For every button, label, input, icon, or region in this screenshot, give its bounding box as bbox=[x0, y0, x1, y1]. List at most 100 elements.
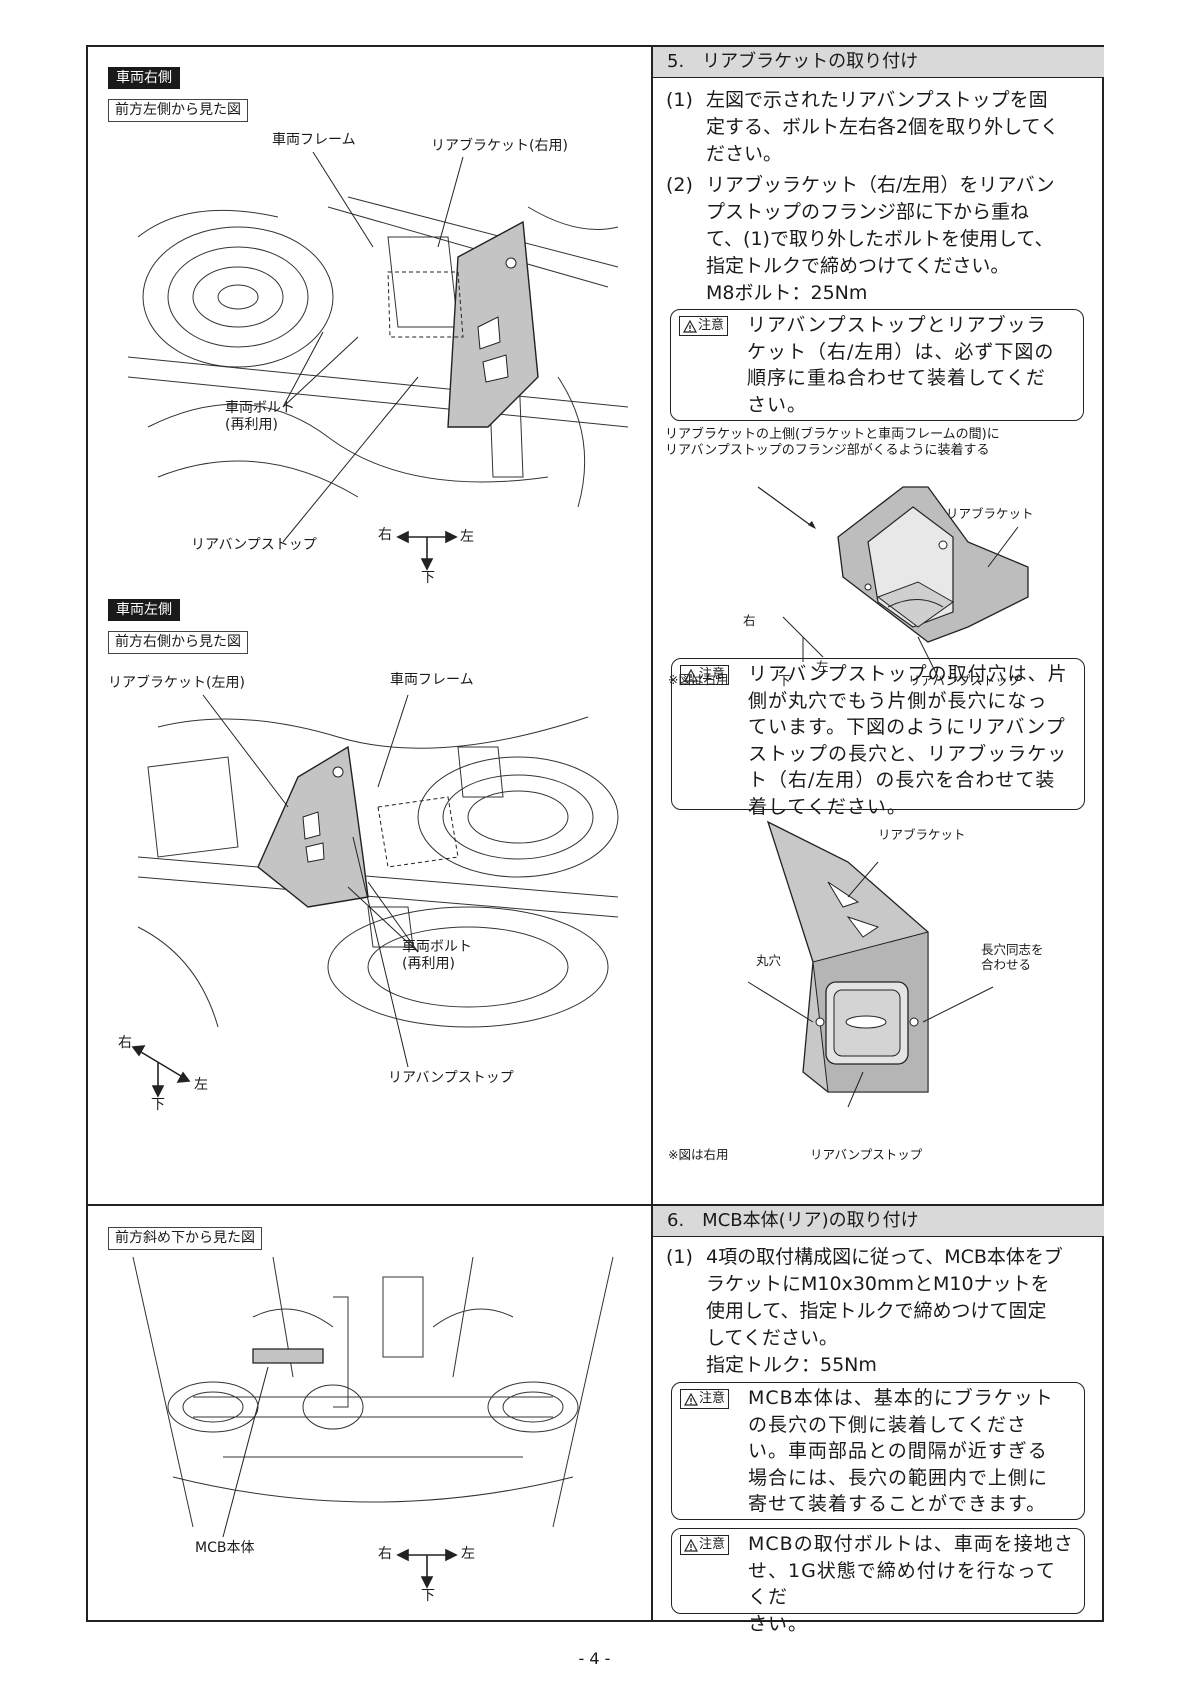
warning-icon bbox=[683, 1538, 699, 1552]
caution-line: さい。 bbox=[747, 393, 808, 416]
step-line: 定する、ボルト左右各2個を取り外してく bbox=[706, 116, 1059, 138]
diagram1-dir-down: 下 bbox=[778, 673, 791, 688]
view-from-front-below: 前方斜め下から見た図 bbox=[108, 1227, 262, 1250]
sec5-step-1: (1) 左図で示されたリアバンプストップを固 定する、ボルト左右各2個を取り外し… bbox=[666, 87, 1096, 169]
section-5-title: 5. リアブラケットの取り付け bbox=[653, 47, 1104, 78]
bolt-label-line: (再利用) bbox=[402, 956, 455, 972]
step-line: 指定トルク：55Nm bbox=[706, 1354, 877, 1376]
step-line: ださい。 bbox=[706, 143, 783, 165]
bolt-label-line: 車両ボルト bbox=[402, 939, 472, 955]
right-side-bracket-label: リアブラケット(右用) bbox=[431, 138, 568, 154]
caution-line: ストップの長穴と、リアブッラケッ bbox=[748, 742, 1068, 765]
diagram1-bumpstop-label: リアバンプストップ bbox=[908, 673, 1021, 688]
bracket-overlap-diagram bbox=[728, 467, 1088, 667]
caution-label: 注意 bbox=[698, 318, 725, 333]
left-side-bracket-label: リアブラケット(左用) bbox=[108, 675, 245, 691]
right-side-dir-left: 左 bbox=[460, 529, 474, 545]
diagram1-note: ※図は右用 bbox=[668, 672, 729, 687]
bolt-label-line: 車両ボルト bbox=[225, 400, 295, 416]
caution-line: 場合には、長穴の範囲内で上側に bbox=[748, 1466, 1049, 1489]
slot-alignment-diagram bbox=[768, 822, 968, 1097]
warning-icon bbox=[683, 668, 699, 682]
caution-line: ケット（右/左用）は、必ず下図の bbox=[747, 340, 1055, 363]
caution-line: リアバンプストップとリアブッラ bbox=[747, 314, 1047, 336]
step-line: M8ボルト：25Nm bbox=[706, 282, 868, 304]
right-side-dir-right: 右 bbox=[378, 527, 392, 543]
step-number: (1) bbox=[666, 89, 693, 111]
section-6-title: 6. MCB本体(リア)の取り付け bbox=[653, 1206, 1104, 1237]
caution-badge: 注意 bbox=[680, 1535, 730, 1555]
step-line: してください。 bbox=[706, 1327, 838, 1349]
right-side-dir-down: 下 bbox=[421, 570, 435, 586]
diagram2-note: ※図は右用 bbox=[668, 1147, 729, 1162]
diagram2-round-hole-label: 丸穴 bbox=[756, 953, 782, 968]
row-divider bbox=[88, 1204, 1102, 1206]
right-side-frame-label: 車両フレーム bbox=[272, 132, 356, 148]
page-number: - 4 - bbox=[578, 1649, 611, 1668]
sec5-step-2: (2) リアブッラケット（右/左用）をリアバン プストップのフランジ部に下から重… bbox=[666, 172, 1096, 308]
underbody-dir-down: 下 bbox=[421, 1588, 435, 1604]
caution-line: せ、1G状態で締め付けを行なってくだ bbox=[748, 1559, 1056, 1609]
right-side-bolt-label: 車両ボルト (再利用) bbox=[225, 400, 295, 434]
caution-badge: 注意 bbox=[680, 665, 730, 685]
caution-line: い。車両部品との間隔が近すぎる bbox=[748, 1440, 1048, 1462]
bolt-label-line: (再利用) bbox=[225, 417, 278, 433]
step-line: 指定トルクで締めつけてください。 bbox=[706, 255, 1010, 277]
left-side-dir-right: 右 bbox=[118, 1035, 132, 1051]
vehicle-left-side-tag: 車両左側 bbox=[108, 599, 180, 621]
warning-icon bbox=[682, 319, 698, 333]
left-side-bolt-label: 車両ボルト (再利用) bbox=[402, 939, 472, 973]
step-line: 使用して、指定トルクで締めつけて固定 bbox=[706, 1300, 1047, 1322]
step-line: リアブッラケット（右/左用）をリアバン bbox=[706, 174, 1055, 196]
caution-line: 順序に重ね合わせて装着してくだ bbox=[747, 367, 1046, 389]
underbody-leaders bbox=[88, 47, 648, 1607]
step-number: (1) bbox=[666, 1246, 693, 1268]
caution-line: ト（右/左用）の長穴を合わせて装 bbox=[748, 769, 1056, 791]
left-side-bumpstop-label: リアバンプストップ bbox=[388, 1070, 514, 1086]
slot-label-line: 合わせる bbox=[981, 957, 1032, 972]
step-line: プストップのフランジ部に下から重ね bbox=[706, 201, 1030, 223]
underbody-dir-right: 右 bbox=[378, 1546, 392, 1562]
diagram2-slot-label: 長穴同志を 合わせる bbox=[981, 942, 1044, 972]
caution-line: リアバンプストップの取付穴は、片 bbox=[748, 663, 1068, 685]
diagram2-bumpstop-label: リアバンプストップ bbox=[810, 1147, 923, 1162]
caption-line: リアブラケットの上側(ブラケットと車両フレームの間)に bbox=[665, 427, 1000, 442]
caption-line: リアバンプストップのフランジ部がくるように装着する bbox=[665, 443, 990, 458]
diagram1-dir-right: 右 bbox=[743, 613, 756, 628]
diagram1-dir-left: 左 bbox=[816, 659, 829, 674]
sec6-step-1: (1) 4項の取付構成図に従って、MCB本体をブ ラケットにM10x30mmとM… bbox=[666, 1244, 1096, 1380]
caution-line: ています。下図のようにリアバンプ bbox=[748, 716, 1066, 738]
left-side-chassis-illustration bbox=[138, 707, 618, 1027]
caution-badge: 注意 bbox=[680, 1389, 730, 1409]
right-side-bumpstop-label: リアバンプストップ bbox=[191, 537, 317, 553]
diagram2-bracket-label: リアブラケット bbox=[878, 827, 966, 842]
caution-line: さい。 bbox=[748, 1612, 809, 1635]
step-number: (2) bbox=[666, 174, 693, 196]
diagram1-bracket-label: リアブラケット bbox=[946, 506, 1034, 521]
step-line: ラケットにM10x30mmとM10ナットを bbox=[706, 1273, 1050, 1295]
caution-line: MCB本体は、基本的にブラケット bbox=[748, 1387, 1054, 1409]
underbody-dir-left: 左 bbox=[461, 1546, 475, 1562]
left-side-frame-label: 車両フレーム bbox=[390, 672, 474, 688]
view-from-front-left: 前方左側から見た図 bbox=[108, 99, 248, 122]
sec5-caution-2: 注意 リアバンプストップの取付穴は、片 側が丸穴でもう片側が長穴になっ ています… bbox=[671, 658, 1085, 818]
sec5-caution-1: 注意 リアバンプストップとリアブッラ ケット（右/左用）は、必ず下図の 順序に重… bbox=[670, 309, 1084, 421]
step-line: て、(1)で取り外したボルトを使用して、 bbox=[706, 228, 1054, 250]
sec6-caution-1: 注意 MCB本体は、基本的にブラケット の長穴の下側に装着してくださ い。車両部… bbox=[671, 1382, 1085, 1520]
page-frame: 5. リアブラケットの取り付け (1) 左図で示されたリアバンプストップを固 定… bbox=[86, 45, 1104, 1635]
caution-label: 注意 bbox=[699, 1537, 726, 1552]
view-from-front-right: 前方右側から見た図 bbox=[108, 631, 248, 654]
right-side-leaders bbox=[88, 47, 648, 607]
sec6-caution-2: 注意 MCBの取付ボルトは、車両を接地さ せ、1G状態で締め付けを行なってくだ … bbox=[671, 1528, 1085, 1635]
caution-line: の長穴の下側に装着してくださ bbox=[748, 1413, 1027, 1436]
right-side-chassis-illustration bbox=[128, 177, 628, 547]
caution-line: MCBの取付ボルトは、車両を接地さ bbox=[748, 1533, 1074, 1555]
slot-label-line: 長穴同志を bbox=[981, 942, 1044, 957]
step-line: 4項の取付構成図に従って、MCB本体をブ bbox=[706, 1246, 1063, 1268]
caution-line: 側が丸穴でもう片側が長穴になっ bbox=[748, 689, 1048, 712]
diagram2-leaders bbox=[688, 817, 1108, 1117]
caution-line: 着してください。 bbox=[748, 795, 907, 818]
left-side-leaders bbox=[88, 47, 648, 1147]
mcb-body-label: MCB本体 bbox=[195, 1540, 255, 1556]
left-side-dir-left: 左 bbox=[194, 1077, 208, 1093]
